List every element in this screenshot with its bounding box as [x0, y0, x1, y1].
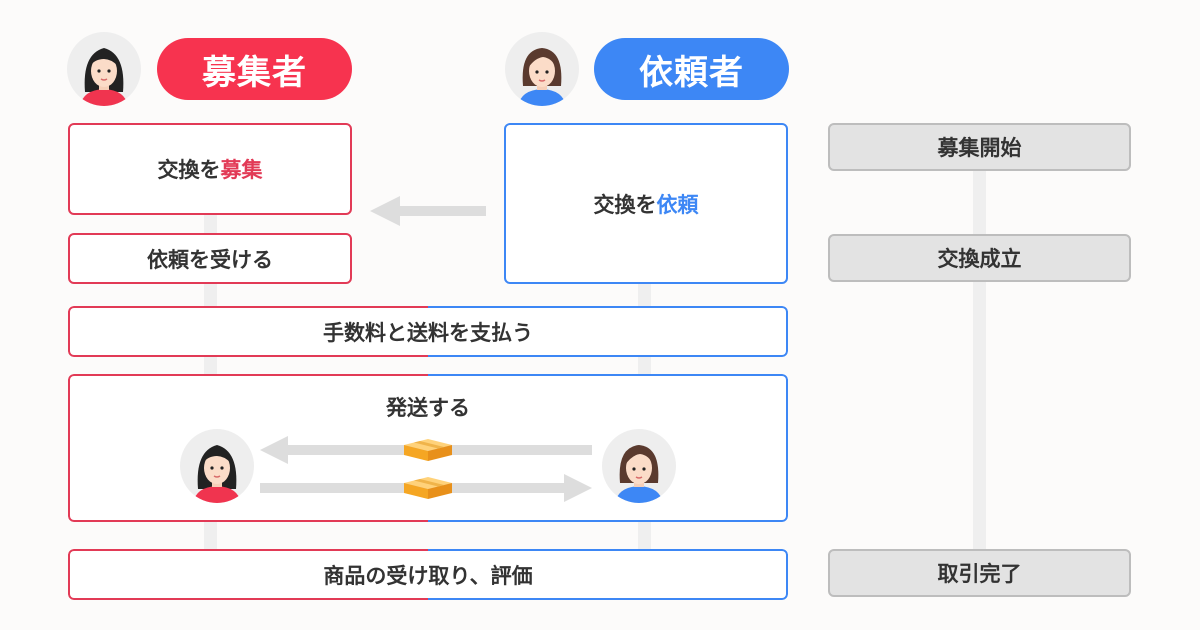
status-complete-label: 取引完了	[937, 562, 1022, 586]
status-recruit-start: 募集開始	[828, 123, 1131, 171]
status-trade-complete: 取引完了	[828, 549, 1131, 597]
recruit-exchange-step: 交換を募集	[68, 123, 352, 215]
ship-step-label: 発送する	[386, 396, 470, 420]
request-exchange-step: 交換を依頼	[504, 123, 788, 284]
recruiter-role-label: 募集者	[202, 52, 307, 93]
recruiter-role-pill: 募集者	[157, 38, 352, 100]
pay-step-label: 手数料と送料を支払う	[323, 320, 533, 345]
package-icon	[404, 439, 452, 461]
ship-recruiter-avatar-icon	[180, 429, 254, 503]
request-to-recruit-arrow-icon	[370, 196, 486, 226]
status-start-label: 募集開始	[937, 136, 1022, 160]
accept-step-label: 依頼を受ける	[147, 247, 273, 272]
recruit-step-highlight: 募集	[220, 158, 263, 182]
request-step-highlight: 依頼	[656, 192, 699, 217]
requester-role-label: 依頼者	[639, 52, 744, 93]
status-established-label: 交換成立	[937, 247, 1022, 271]
status-exchange-established: 交換成立	[828, 234, 1131, 282]
recruiter-avatar-icon	[67, 32, 141, 106]
receive-step-label: 商品の受け取り、評価	[323, 563, 533, 588]
pay-fees-step: 手数料と送料を支払う	[68, 306, 788, 357]
recruit-step-prefix: 交換を	[157, 158, 221, 182]
receive-and-rate-step: 商品の受け取り、評価	[68, 549, 788, 600]
package-icon	[404, 477, 452, 499]
requester-role-pill: 依頼者	[594, 38, 789, 100]
request-step-prefix: 交換を	[593, 192, 657, 217]
status-timeline-track	[973, 170, 986, 555]
accept-request-step: 依頼を受ける	[68, 233, 352, 284]
requester-avatar-icon	[505, 32, 579, 106]
ship-requester-avatar-icon	[602, 429, 676, 503]
